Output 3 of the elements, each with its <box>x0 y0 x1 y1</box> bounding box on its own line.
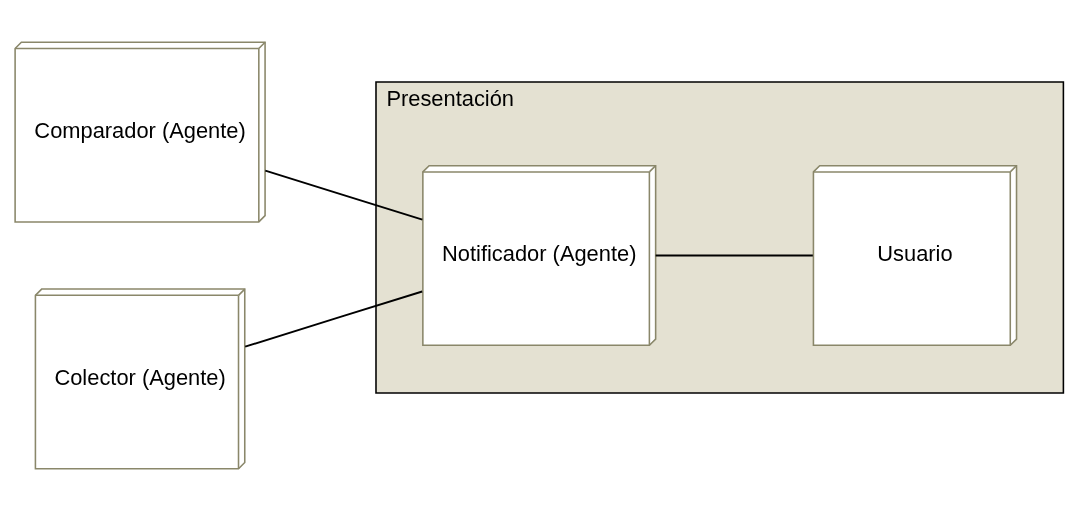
connector <box>264 169 424 221</box>
connector <box>654 254 814 257</box>
connector <box>244 290 424 348</box>
